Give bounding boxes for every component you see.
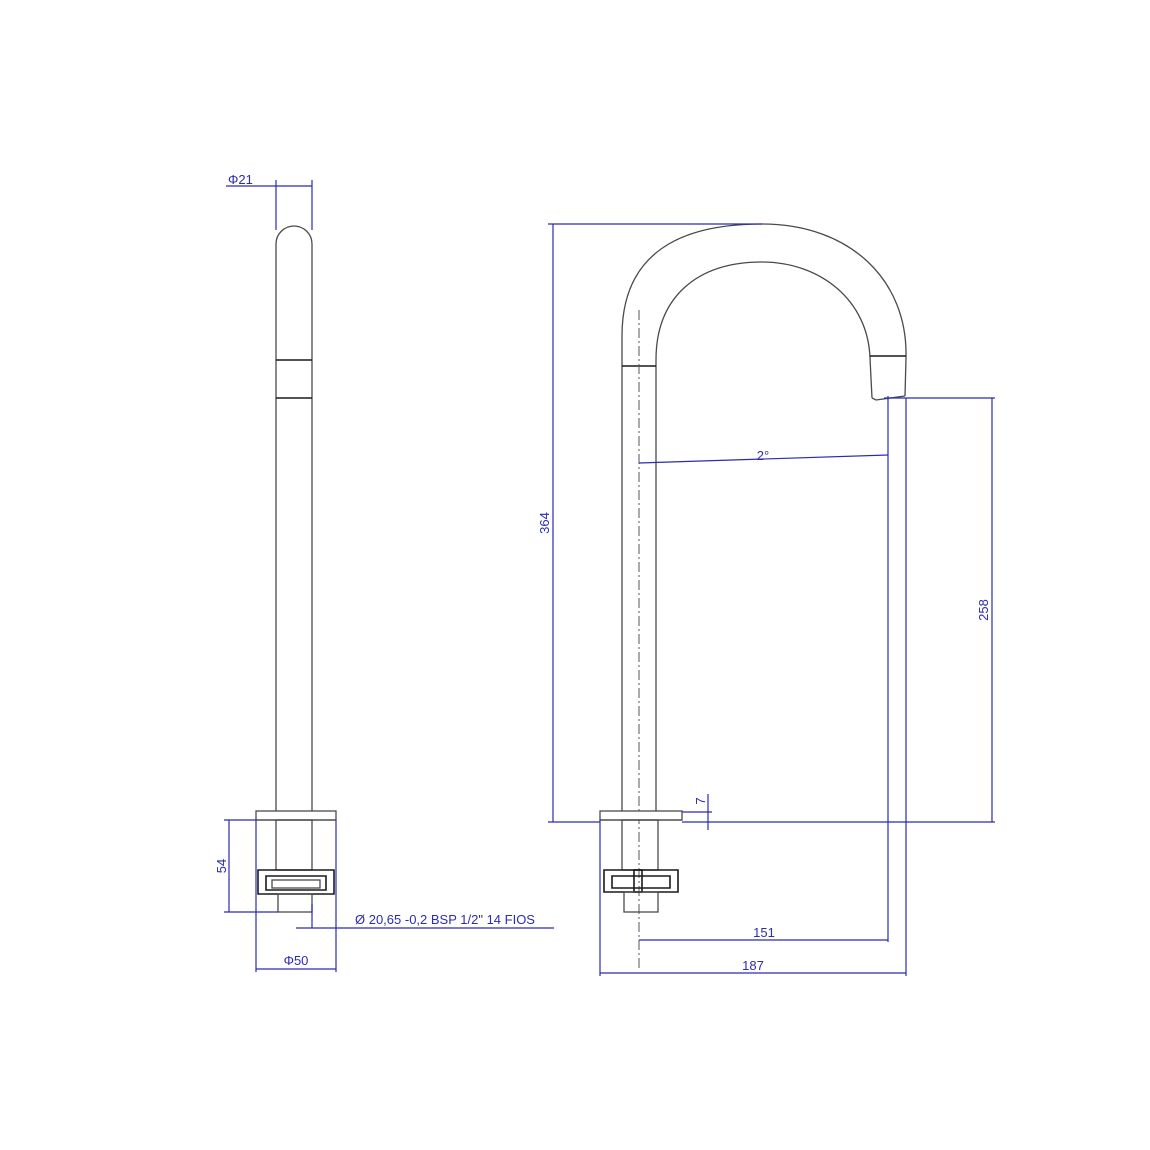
side-lock-nut [257, 869, 335, 895]
spout-outer [621, 223, 907, 812]
front-view [599, 223, 907, 970]
dim-base-diameter: Φ50 [284, 953, 309, 968]
side-thread-body [275, 819, 313, 871]
side-tube [275, 225, 313, 812]
dim-tube-diameter: Φ21 [228, 172, 253, 187]
front-lock-nut [603, 869, 679, 893]
side-view [255, 225, 337, 913]
dim-outlet-height: 258 [976, 599, 991, 621]
front-thread-body [621, 819, 659, 871]
front-base-flange [599, 810, 683, 821]
spout-inner [655, 261, 873, 812]
front-dimensions: 364 258 2° 7 151 187 [537, 223, 995, 976]
side-shank [277, 893, 313, 913]
dim-spout-angle: 2° [757, 448, 769, 463]
dim-thread-spec: Ø 20,65 -0,2 BSP 1/2" 14 FIOS [355, 912, 535, 927]
dim-flange-offset: 7 [693, 797, 708, 804]
front-shank [623, 891, 659, 913]
outlet-tip [871, 395, 906, 401]
side-dimensions: Φ21 54 Φ50 Ø 20,65 -0,2 BSP 1/2" 14 FIOS [214, 172, 554, 972]
dim-outlet-reach: 151 [753, 925, 775, 940]
dim-total-height: 364 [537, 512, 552, 534]
side-nut-inner [271, 879, 321, 889]
dim-base-height: 54 [214, 859, 229, 873]
side-base-flange [255, 810, 337, 821]
dim-overall-reach: 187 [742, 958, 764, 973]
